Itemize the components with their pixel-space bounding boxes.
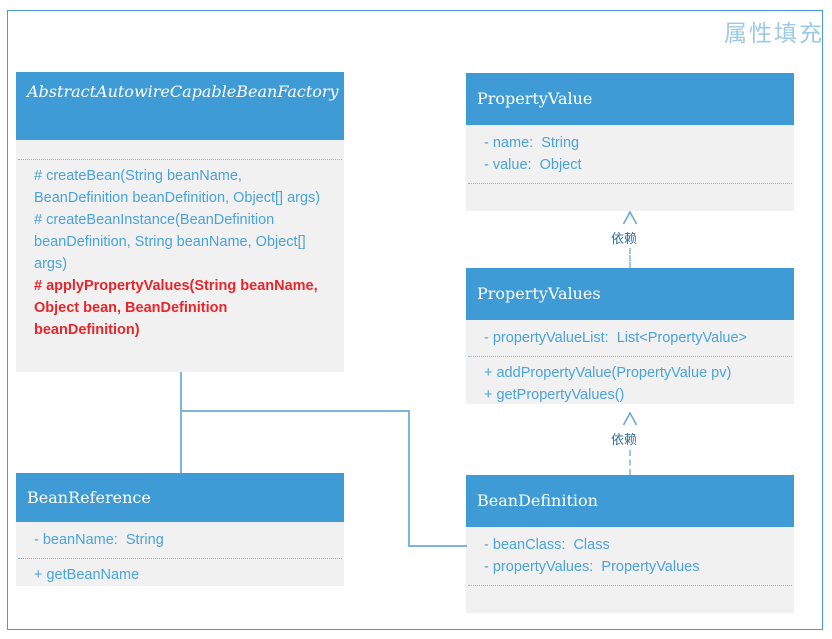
class-attribute: - value: Object <box>484 157 582 174</box>
class-attribute: - propertyValueList: List<PropertyValue> <box>484 330 748 346</box>
class-methods-property-values: + addPropertyValue(PropertyValue pv) + g… <box>466 357 794 411</box>
class-separator <box>18 159 342 160</box>
class-header-abstract-autowire-capable-bean-factory: AbstractAutowireCapableBeanFactory <box>16 72 344 140</box>
class-header-bean-definition: BeanDefinition <box>466 475 794 527</box>
class-box-property-value[interactable]: PropertyValue - name: String - value: Ob… <box>466 73 794 211</box>
class-methods-abstract-autowire-capable-bean-factory: # createBean(String beanName, BeanDefini… <box>16 160 344 346</box>
class-attributes-property-value: - name: String - value: Object <box>466 125 794 181</box>
dependency-label-propertyvalues-to-propertyvalue: 依赖 <box>611 232 638 247</box>
class-separator <box>468 356 792 358</box>
class-attribute: - beanName: String <box>34 532 164 548</box>
class-method: + getPropertyValues() <box>484 387 625 404</box>
class-separator <box>18 558 342 560</box>
diagram-title: 属性填充 <box>724 21 824 47</box>
class-attribute: - beanClass: Class <box>484 537 610 553</box>
class-methods-property-value <box>466 184 794 210</box>
class-attributes-bean-definition: - beanClass: Class - propertyValues: Pro… <box>466 527 794 583</box>
dependency-label-beandefinition-to-propertyvalues: 依赖 <box>611 433 638 448</box>
class-box-abstract-autowire-capable-bean-factory[interactable]: AbstractAutowireCapableBeanFactory # cre… <box>16 72 344 372</box>
class-method: # createBeanInstance(BeanDefinition bean… <box>34 212 310 273</box>
class-header-property-value: PropertyValue <box>466 73 794 125</box>
class-attributes-abstract-autowire-capable-bean-factory <box>16 140 344 157</box>
class-box-bean-reference[interactable]: BeanReference - beanName: String + getBe… <box>16 473 344 586</box>
connector-factory-to-beanreference <box>180 372 182 473</box>
class-attributes-bean-reference: - beanName: String <box>16 522 344 556</box>
class-method: # createBean(String beanName, BeanDefini… <box>34 168 321 207</box>
class-attribute: - name: String <box>484 135 580 151</box>
connector-branch-to-beandefinition <box>408 545 467 547</box>
class-method-highlighted: # applyPropertyValues(String beanName, O… <box>34 278 322 339</box>
connector-branch-vertical <box>408 410 410 546</box>
class-separator <box>468 183 792 185</box>
class-header-property-values: PropertyValues <box>466 268 794 320</box>
class-method: + getBeanName <box>34 567 140 584</box>
class-attributes-property-values: - propertyValueList: List<PropertyValue> <box>466 320 794 354</box>
class-method: + addPropertyValue(PropertyValue pv) <box>484 365 732 382</box>
class-box-bean-definition[interactable]: BeanDefinition - beanClass: Class - prop… <box>466 475 794 613</box>
dependency-line-beandefinition-to-propertyvalues <box>629 450 631 475</box>
dependency-arrowhead-icon <box>622 210 638 225</box>
class-attribute: - propertyValues: PropertyValues <box>484 559 700 576</box>
class-methods-bean-reference: + getBeanName <box>16 559 344 591</box>
connector-factory-branch-horizontal <box>180 410 409 412</box>
class-box-property-values[interactable]: PropertyValues - propertyValueList: List… <box>466 268 794 404</box>
class-header-bean-reference: BeanReference <box>16 473 344 522</box>
class-separator <box>468 585 792 587</box>
dependency-arrowhead-icon <box>622 411 638 426</box>
class-methods-bean-definition <box>466 586 794 612</box>
dependency-line-propertyvalues-to-propertyvalue <box>629 248 631 268</box>
